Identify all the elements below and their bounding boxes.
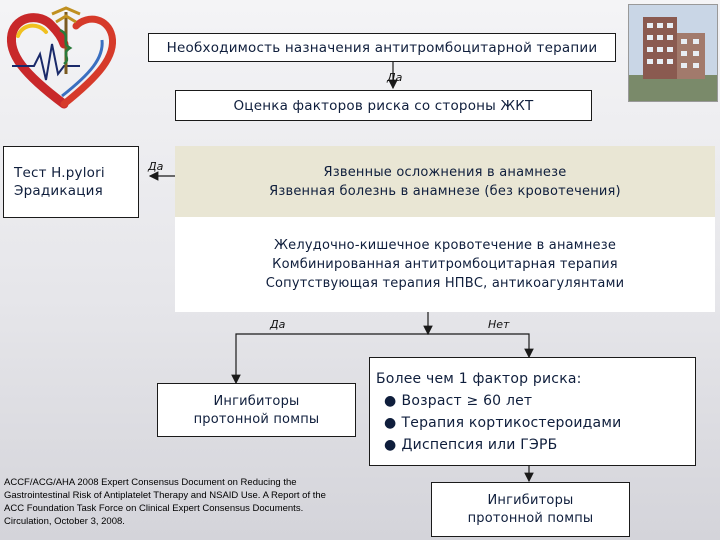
need-antiplatelet-box: Необходимость назначения антитромбоцитар… [148,33,616,62]
gi-bleeding-box: Желудочно-кишечное кровотечение в анамне… [175,217,715,312]
gi-bleeding-text: Желудочно-кишечное кровотечение в анамне… [274,238,616,253]
risk-factor-dyspepsia: Диспепсия или ГЭРБ [402,437,558,453]
risk-factor-item: ● Диспепсия или ГЭРБ [376,434,557,453]
ppi-left-line2: протонной помпы [194,412,320,427]
bullet-icon: ● [384,415,396,431]
risk-factor-age: Возраст ≥ 60 лет [402,393,533,409]
label-yes-top: Да [387,71,402,84]
ppi-box-right: Ингибиторы протонной помпы [431,482,630,537]
gi-risk-assessment-text: Оценка факторов риска со стороны ЖКТ [233,98,533,114]
need-antiplatelet-text: Необходимость назначения антитромбоцитар… [167,40,598,56]
eradication-text: Эрадикация [14,183,103,199]
risk-factors-box: Более чем 1 фактор риска: ● Возраст ≥ 60… [369,357,696,466]
ulcer-history-box: Язвенные осложнения в анамнезе Язвенная … [175,146,715,217]
label-yes-bottom: Да [270,318,285,331]
label-no-bottom: Нет [488,318,509,331]
reference-line: Gastrointestinal Risk of Antiplatelet Th… [4,489,414,502]
reference-line: ACC Foundation Task Force on Clinical Ex… [4,502,414,515]
ulcer-disease-text: Язвенная болезнь в анамнезе (без кровоте… [269,184,621,199]
ulcer-complications-text: Язвенные осложнения в анамнезе [324,165,567,180]
combined-therapy-text: Комбинированная антитромбоцитарная терап… [272,257,618,272]
risk-factor-item: ● Возраст ≥ 60 лет [376,390,532,409]
h-pylori-test-box: Тест H.pylori Эрадикация [3,146,139,218]
nsaid-anticoagulant-text: Сопутствующая терапия НПВС, антикоагулян… [266,276,625,291]
ppi-box-left: Ингибиторы протонной помпы [157,383,356,437]
risk-factors-title: Более чем 1 фактор риска: [376,371,582,387]
bullet-icon: ● [384,437,396,453]
bullet-icon: ● [384,393,396,409]
risk-factor-steroids: Терапия кортикостероидами [402,415,622,431]
reference-citation: ACCF/ACG/AHA 2008 Expert Consensus Docum… [4,476,414,528]
ppi-right-line1: Ингибиторы [487,493,573,508]
gi-risk-assessment-box: Оценка факторов риска со стороны ЖКТ [175,90,592,121]
ppi-left-line1: Ингибиторы [213,394,299,409]
label-yes-left: Да [148,160,163,173]
h-pylori-test-text: Тест H.pylori [14,165,105,181]
reference-line: Circulation, October 3, 2008. [4,515,414,528]
ppi-right-line2: протонной помпы [468,511,594,526]
risk-factor-item: ● Терапия кортикостероидами [376,412,621,431]
reference-line: ACCF/ACG/AHA 2008 Expert Consensus Docum… [4,476,414,489]
